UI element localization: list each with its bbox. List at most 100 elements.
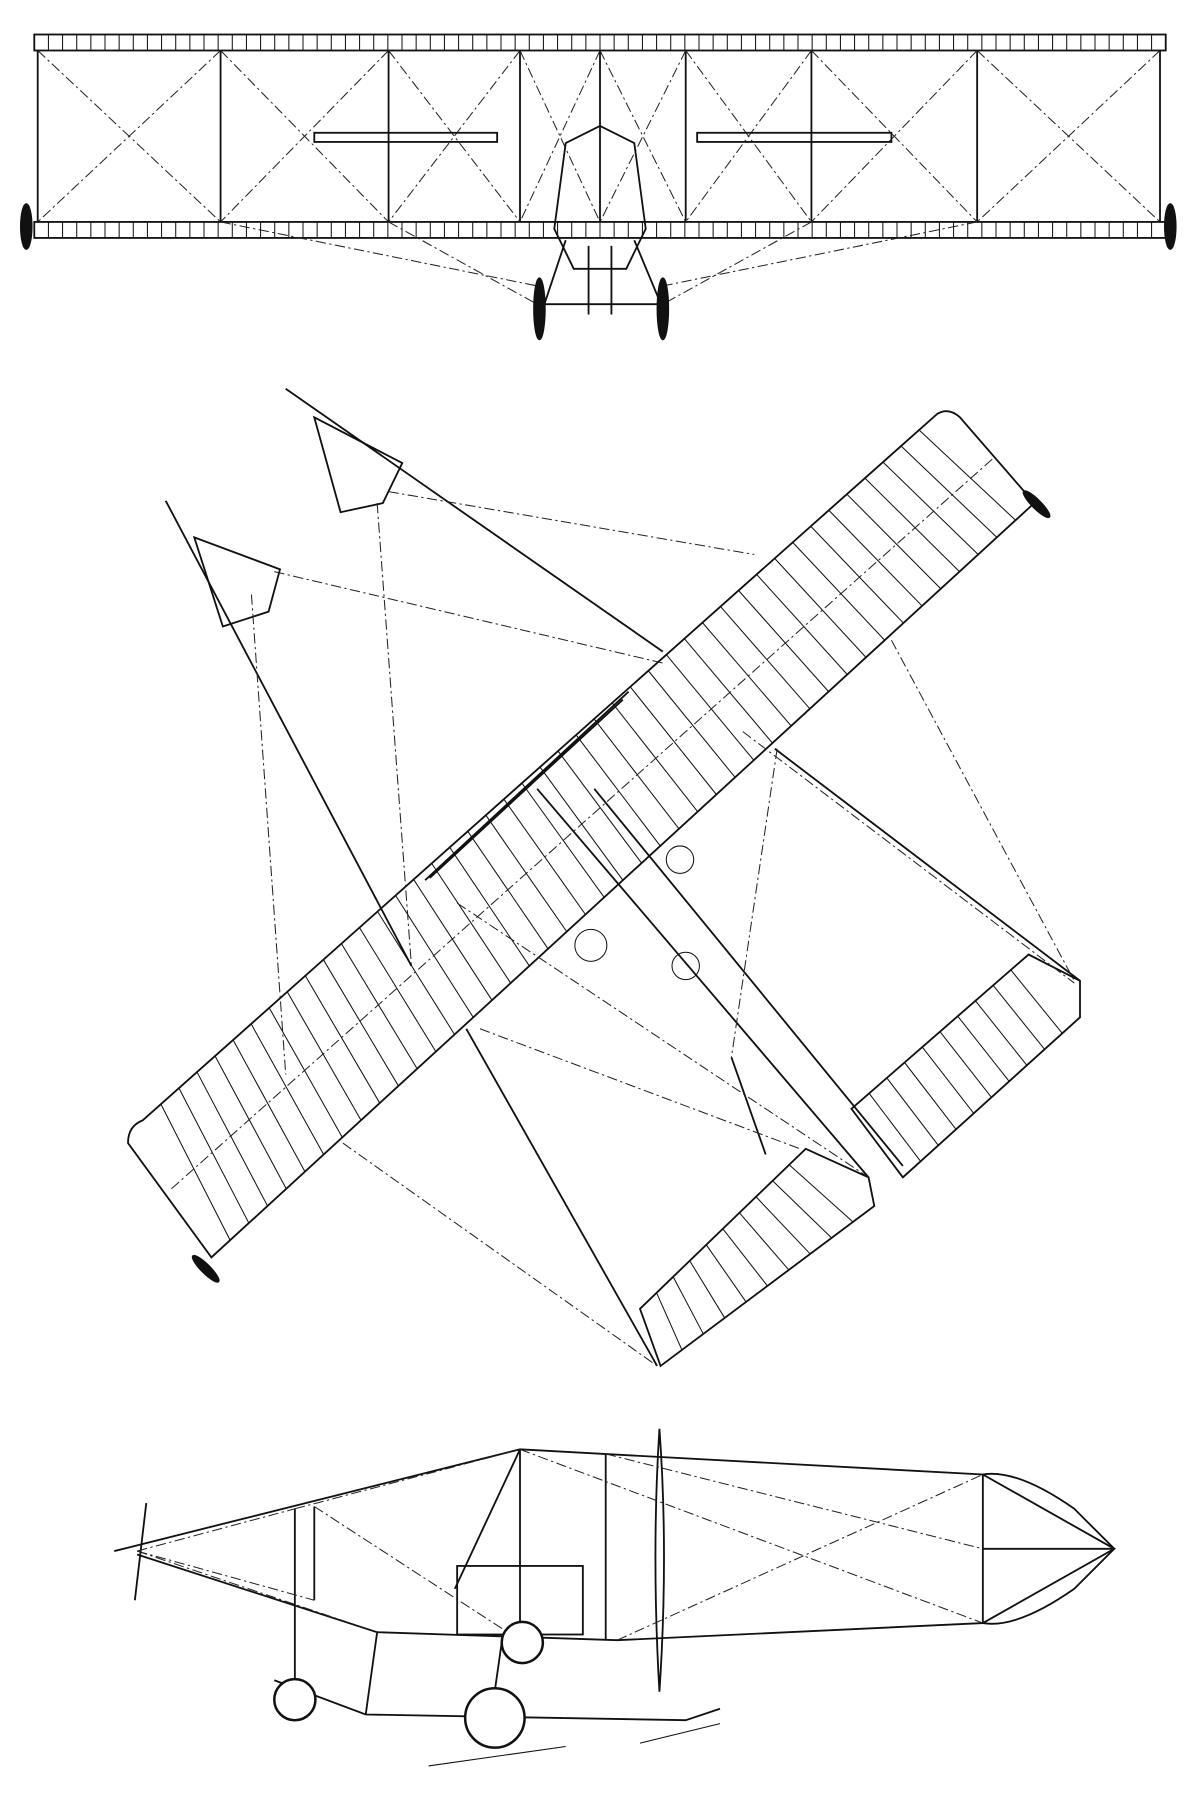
wire (616, 1474, 984, 1641)
rib (774, 558, 867, 658)
rib (868, 1093, 921, 1162)
wire (250, 594, 287, 1075)
rib (214, 1055, 287, 1190)
rib (647, 670, 736, 778)
rib (846, 493, 942, 590)
bracing-wires (37, 50, 1161, 305)
interplane-struts (36, 50, 1161, 222)
rib (268, 1007, 343, 1138)
rib (772, 1180, 832, 1239)
rib (992, 985, 1045, 1050)
rib (828, 509, 923, 607)
rib (196, 1071, 268, 1207)
rib (413, 879, 493, 1001)
wire (976, 50, 1161, 223)
rib (304, 975, 381, 1104)
left-aileron-bar (313, 131, 499, 143)
rib (232, 1039, 306, 1172)
rib (739, 1212, 790, 1271)
wire (388, 221, 538, 305)
rib (792, 541, 886, 641)
fuselage-outline (114, 1448, 1117, 1642)
rib (702, 622, 792, 727)
main-wheel (463, 1686, 526, 1749)
right-aileron-bar (696, 131, 893, 143)
wire (599, 50, 687, 223)
front-elevator (133, 1502, 148, 1601)
wire (136, 1550, 378, 1633)
engine-cylinder (671, 951, 700, 981)
rib (918, 429, 1016, 521)
engine-cylinder (665, 845, 695, 874)
wire (342, 1142, 658, 1367)
rib (431, 863, 512, 984)
main-wing (127, 410, 1036, 1259)
rear-elevator-lower (638, 1147, 876, 1368)
rib (975, 1000, 1028, 1066)
wire (388, 50, 521, 223)
rib (611, 702, 699, 812)
rib (629, 686, 717, 795)
rib (521, 782, 605, 898)
wingtip-skid (1022, 490, 1051, 519)
wire (662, 221, 978, 287)
wire (479, 1028, 801, 1150)
rib (755, 1196, 811, 1255)
rib (689, 1260, 726, 1319)
rib (957, 1015, 1010, 1082)
nacelle (553, 124, 647, 270)
wire (605, 1453, 983, 1550)
rear-elevator-upper (850, 953, 1081, 1179)
uprights (293, 1448, 607, 1681)
rib (810, 525, 904, 624)
fuselage-boom (536, 788, 904, 1178)
left-wheel (533, 277, 546, 341)
wire (388, 50, 521, 223)
outrigger-struts (465, 748, 1081, 1367)
rib (788, 1164, 854, 1223)
wire (456, 902, 869, 1178)
rib (359, 927, 437, 1052)
spar (171, 456, 995, 1190)
rib (900, 445, 998, 538)
wire (519, 50, 601, 223)
rib (722, 1228, 768, 1287)
wire (811, 50, 978, 223)
wire (599, 50, 687, 223)
rib (705, 1244, 747, 1303)
rib (250, 1023, 325, 1155)
rib (672, 1276, 704, 1335)
rib (720, 606, 811, 710)
rib (593, 718, 680, 830)
rib (286, 991, 362, 1121)
rib (575, 734, 661, 847)
wire (294, 1448, 521, 1510)
front-elevator-right (312, 415, 404, 514)
left-wingtip-skid (20, 203, 33, 250)
rib (160, 1103, 231, 1241)
landing-gear (537, 239, 669, 315)
rib (665, 654, 755, 761)
tail-cell (981, 1472, 1116, 1625)
rib (864, 477, 960, 573)
rib (904, 1062, 957, 1130)
rib (322, 959, 399, 1087)
wire (220, 221, 538, 287)
top-view (127, 388, 1081, 1368)
wire (137, 1550, 315, 1601)
rib (921, 1046, 975, 1114)
wire (890, 639, 1075, 982)
wire (314, 1506, 521, 1641)
right-wingtip-skid (1164, 203, 1177, 250)
rib (684, 638, 773, 744)
rib (939, 1031, 992, 1098)
wire (519, 50, 601, 223)
rib (656, 1292, 683, 1351)
propeller (424, 690, 630, 881)
rib (377, 911, 455, 1035)
rib (557, 750, 642, 864)
rib (1010, 969, 1063, 1034)
front-elevator-left (192, 535, 282, 628)
rib (395, 895, 474, 1018)
